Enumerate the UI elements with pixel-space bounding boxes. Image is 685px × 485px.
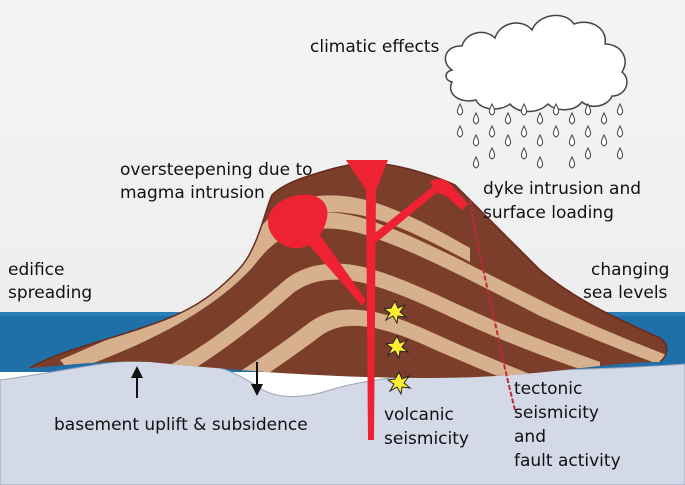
raindrop-icon (616, 102, 624, 116)
rock-band-3 (200, 309, 540, 378)
label-edifice-2: spreading (8, 283, 93, 303)
rock-band-2 (160, 263, 600, 378)
magma-conduit (346, 160, 388, 440)
raindrop-icon (568, 133, 576, 147)
raindrop-icon (552, 102, 560, 116)
raindrop-icon (616, 124, 624, 138)
raindrop-icon (472, 133, 480, 147)
label-tectonic-3: and (514, 427, 546, 447)
label-dyke-1: dyke intrusion and (483, 179, 642, 199)
raindrop-icon (472, 111, 480, 125)
burst-icon-group (382, 299, 412, 396)
label-tectonic-2: seismicity (514, 403, 599, 423)
raindrop-icon (488, 124, 496, 138)
raindrop-icon (584, 124, 592, 138)
label-tectonic-1: tectonic (514, 379, 583, 399)
raindrop-icon (520, 102, 528, 116)
burst-icon (382, 299, 408, 325)
raindrop-icon (520, 146, 528, 160)
raindrop-icon (456, 124, 464, 138)
label-dyke-2: surface loading (483, 203, 614, 223)
label-volcanic-1: volcanic (384, 405, 454, 425)
raindrop-icon (552, 124, 560, 138)
raindrop-icon (584, 146, 592, 160)
raindrop-icon (536, 133, 544, 147)
raindrop-icon (488, 146, 496, 160)
burst-icon (386, 370, 412, 396)
raindrop-icon (568, 111, 576, 125)
raindrop-icon (488, 102, 496, 116)
dyke-intrusion (430, 179, 468, 210)
arrow-down-icon (251, 362, 263, 396)
raindrop-icon (600, 111, 608, 125)
magma-chamber-bulge (268, 194, 328, 249)
magma-system (268, 160, 468, 440)
rain-cloud-icon (444, 14, 628, 169)
label-basement: basement uplift & subsidence (54, 415, 308, 435)
raindrop-icon (456, 102, 464, 116)
raindrop-icon (568, 155, 576, 169)
label-oversteepening-2: magma intrusion (120, 183, 265, 203)
raindrop-icon (504, 133, 512, 147)
raindrop-icon (584, 102, 592, 116)
magma-sill (308, 232, 366, 306)
raindrop-icon (600, 133, 608, 147)
raindrop-icon (472, 155, 480, 169)
burst-icon (384, 334, 410, 360)
label-volcanic-2: seismicity (384, 429, 469, 449)
raindrop-icon (504, 111, 512, 125)
raindrop-icon (536, 111, 544, 125)
raindrop-icon (520, 124, 528, 138)
fault-line (469, 199, 516, 411)
arrow-up-icon (131, 366, 143, 398)
raindrop-icon (536, 155, 544, 169)
dyke-branch (366, 184, 440, 246)
label-oversteepening-1: oversteepening due to (120, 160, 313, 180)
cone-outline (29, 161, 668, 369)
label-tectonic-4: fault activity (514, 451, 621, 471)
label-edifice-1: edifice (8, 260, 65, 280)
label-sea-1: changing (591, 260, 670, 280)
label-sea-2: sea levels (583, 283, 668, 303)
label-climatic-effects: climatic effects (310, 37, 440, 57)
raindrop-icon (616, 146, 624, 160)
